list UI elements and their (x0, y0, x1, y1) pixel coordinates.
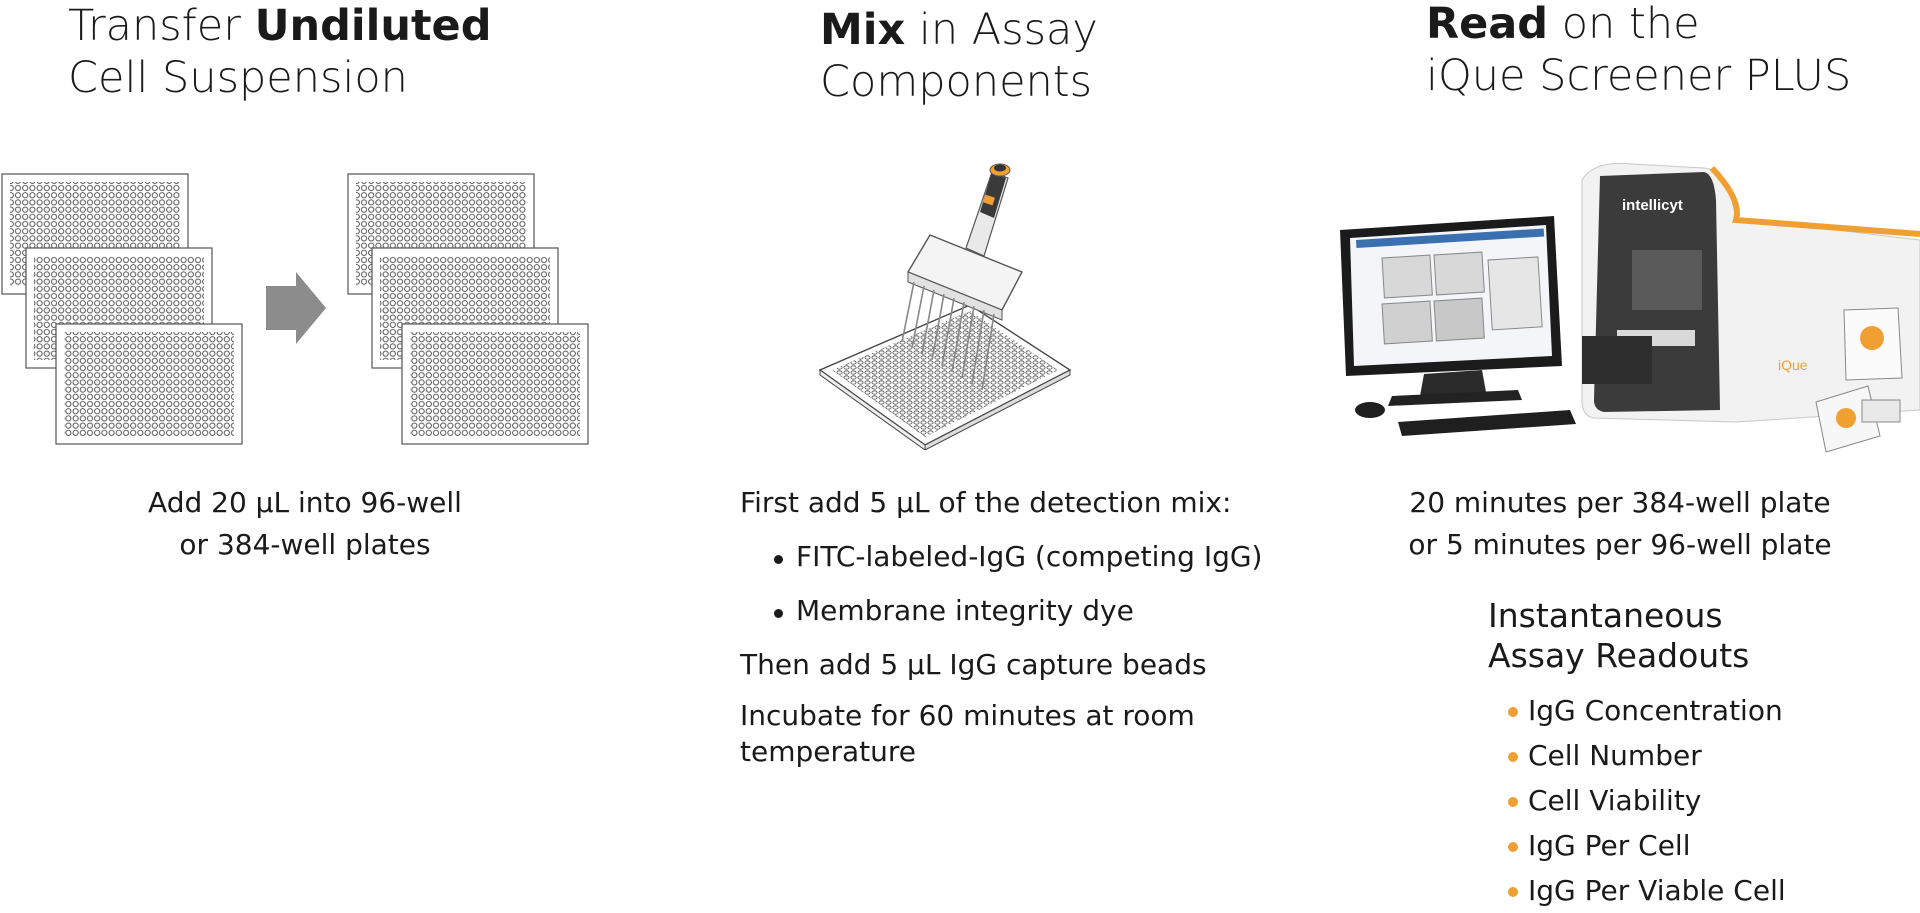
ique-screener-illustration: intellicyt iQue (1340, 162, 1920, 453)
title-text: Transfer (68, 1, 255, 51)
title-bold-text: Undiluted (254, 1, 492, 51)
step-transfer-description: Add 20 µL into 96-well or 384-well plate… (148, 486, 462, 561)
step-read-title: Read on the iQue Screener PLUS (1426, 0, 1852, 101)
step-transfer-title: Transfer Undiluted Cell Suspension (68, 0, 491, 104)
brand-label: intellicyt (1622, 197, 1683, 214)
detection-mix-list: FITC-labeled-IgG (competing IgG) Membran… (770, 536, 1262, 632)
monitor-icon (1340, 216, 1562, 406)
list-item: FITC-labeled-IgG (competing IgG) (770, 536, 1262, 578)
list-item: IgG Concentration (1504, 688, 1786, 733)
step-mix-title: Mix in Assay Components (820, 5, 1098, 107)
pipette-plate-illustration (818, 163, 1072, 450)
list-item: Cell Number (1504, 733, 1786, 778)
title-line2: Cell Suspension (68, 53, 408, 103)
instrument-icon: intellicyt iQue (1581, 162, 1920, 423)
assay-kit-icon (1815, 307, 1903, 453)
mix-intro: First add 5 µL of the detection mix: (740, 486, 1232, 519)
mix-then: Then add 5 µL IgG capture beads (740, 648, 1207, 681)
step-read-description: 20 minutes per 384-well plate or 5 minut… (1408, 486, 1832, 561)
mix-incubate: Incubate for 60 minutes at room (740, 699, 1195, 732)
mix-incubate-2: temperature (740, 735, 916, 768)
list-item: IgG Per Viable Cell (1504, 868, 1786, 913)
plate-stack-source (1, 173, 589, 445)
mouse-icon (1355, 402, 1385, 418)
list-item: Membrane integrity dye (770, 590, 1262, 632)
list-item: IgG Per Cell (1504, 823, 1786, 868)
device-label: iQue (1778, 357, 1808, 373)
readouts-list: IgG Concentration Cell Number Cell Viabi… (1504, 688, 1786, 913)
arrow-icon (266, 272, 326, 344)
list-item: Cell Viability (1504, 778, 1786, 823)
readouts-heading: Instantaneous Assay Readouts (1488, 596, 1750, 675)
step-mix-description: First add 5 µL of the detection mix: FIT… (740, 482, 1262, 770)
keyboard-icon (1398, 410, 1576, 436)
